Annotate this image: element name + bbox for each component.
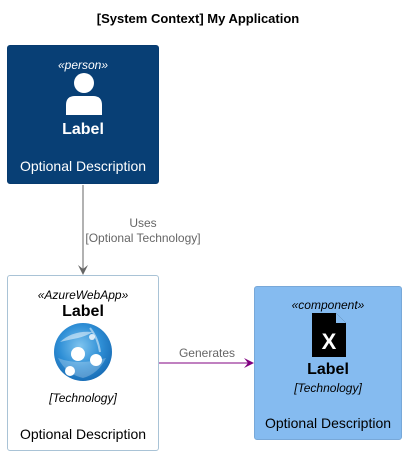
component-node[interactable]: «component» X Label [Technology] Optiona… [254, 286, 402, 440]
component-label: Label [307, 361, 349, 378]
webapp-description: Optional Description [19, 426, 147, 442]
svg-text:X: X [322, 329, 337, 354]
webapp-stereotype: «AzureWebApp» [37, 288, 129, 302]
uses-technology: [Optional Technology] [85, 231, 201, 245]
webapp-technology: [Technology] [49, 391, 117, 405]
diagram-title: [System Context] My Application [96, 11, 300, 26]
person-label: Label [62, 121, 104, 138]
component-stereotype: «component» [291, 298, 365, 312]
component-description: Optional Description [264, 415, 392, 431]
person-icon [66, 73, 102, 115]
webapp-node[interactable]: «AzureWebApp» Label [Technology] Optiona… [7, 275, 159, 451]
person-description: Optional Description [19, 158, 147, 174]
component-technology: [Technology] [294, 381, 362, 395]
excel-file-icon: X [312, 313, 346, 357]
person-stereotype: «person» [57, 58, 109, 72]
person-node[interactable]: «person» Label Optional Description [7, 45, 159, 184]
azure-web-app-icon [54, 323, 112, 381]
generates-label: Generates [178, 346, 236, 360]
uses-label: Uses [129, 216, 157, 230]
webapp-label: Label [62, 303, 104, 320]
